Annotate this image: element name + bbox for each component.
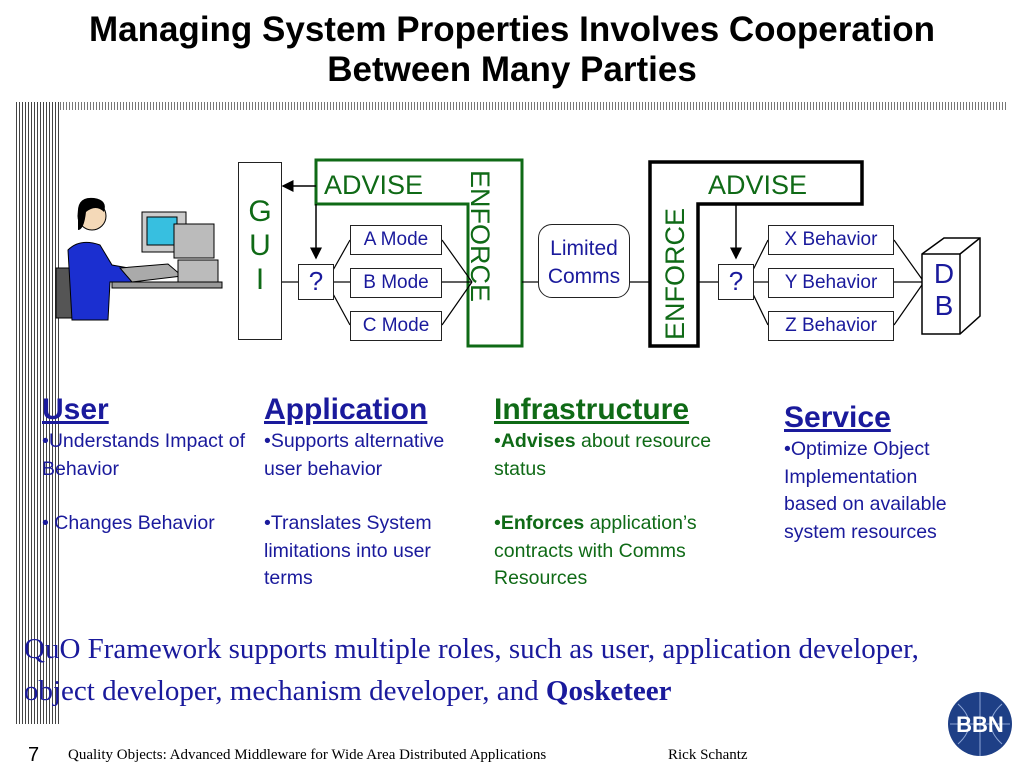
enforces-bold: Enforces (500, 512, 585, 534)
framework-summary: QuO Framework supports multiple roles, s… (24, 628, 964, 712)
database-letter-d: D (933, 258, 955, 289)
role-application-item-1: •Supports alternative user behavior (264, 430, 445, 480)
role-infrastructure: Infrastructure •Advises about resource s… (494, 392, 744, 593)
role-infrastructure-item-1: •Advises about resource status (494, 430, 712, 480)
advise-label-right: ADVISE (708, 170, 808, 200)
diagram-connectors (281, 158, 981, 348)
title-line-2: Between Many Parties (327, 50, 697, 89)
database-letter-b: B (934, 290, 954, 321)
limited-comms-box: Limited Comms (538, 224, 630, 298)
advises-bold: Advises (500, 430, 576, 452)
bbn-logo-text: BBN (956, 712, 1004, 737)
mode-a-box: A Mode (350, 225, 442, 255)
role-infrastructure-heading: Infrastructure (494, 393, 690, 426)
role-user-heading: User (42, 393, 109, 426)
person-at-computer-illustration (55, 197, 223, 321)
framework-summary-text: QuO Framework supports multiple roles, s… (24, 633, 919, 707)
slide-title: Managing System Properties Involves Coop… (0, 10, 1024, 90)
role-user-item-2: • Changes Behavior (42, 512, 215, 534)
mode-c-box: C Mode (350, 311, 442, 341)
role-infrastructure-item-2: •Enforces application’s contracts with C… (494, 512, 697, 589)
decorative-left-stripe (16, 102, 60, 724)
footer-author: Rick Schantz (668, 747, 748, 763)
page-number: 7 (28, 744, 40, 766)
gui-letter-u: U (249, 229, 271, 262)
enforce-label-right: ENFORCE (660, 207, 690, 340)
role-user: User •Understands Impact of Behavior • C… (42, 392, 252, 538)
mode-b-box: B Mode (350, 268, 442, 298)
role-application-heading: Application (264, 393, 428, 426)
question-box-left: ? (298, 264, 334, 300)
title-line-1: Managing System Properties Involves Coop… (88, 10, 936, 49)
framework-summary-bold: Qosketeer (545, 675, 672, 707)
advises-text: about resource status (494, 430, 712, 480)
bbn-logo: BBN (948, 692, 1012, 756)
gui-letter-i: I (255, 263, 265, 296)
enforce-label-left: ENFORCE (465, 170, 495, 303)
limited-comms-line-1: Limited (550, 237, 618, 260)
gui-box: G U I (238, 162, 282, 340)
limited-comms-line-2: Comms (547, 265, 621, 288)
enforces-text: application’s contracts with Comms Resou… (494, 512, 697, 589)
question-box-right: ? (718, 264, 754, 300)
behavior-z-box: Z Behavior (768, 311, 894, 341)
gui-letter-g: G (248, 195, 272, 228)
role-application: Application •Supports alternative user b… (264, 392, 482, 593)
footer-presentation-title: Quality Objects: Advanced Middleware for… (68, 747, 547, 763)
role-application-item-2: •Translates System limitations into user… (264, 512, 432, 589)
advise-label-left: ADVISE (324, 170, 424, 200)
role-service-heading: Service (784, 401, 891, 434)
role-service: Service •Optimize Object Implementation … (784, 400, 964, 546)
behavior-y-box: Y Behavior (768, 268, 894, 298)
database-label: D B (926, 258, 962, 322)
role-user-item-1: •Understands Impact of Behavior (42, 430, 246, 480)
behavior-x-box: X Behavior (768, 225, 894, 255)
role-service-item-1: •Optimize Object Implementation based on… (784, 438, 947, 543)
decorative-top-stripe (60, 102, 1008, 110)
